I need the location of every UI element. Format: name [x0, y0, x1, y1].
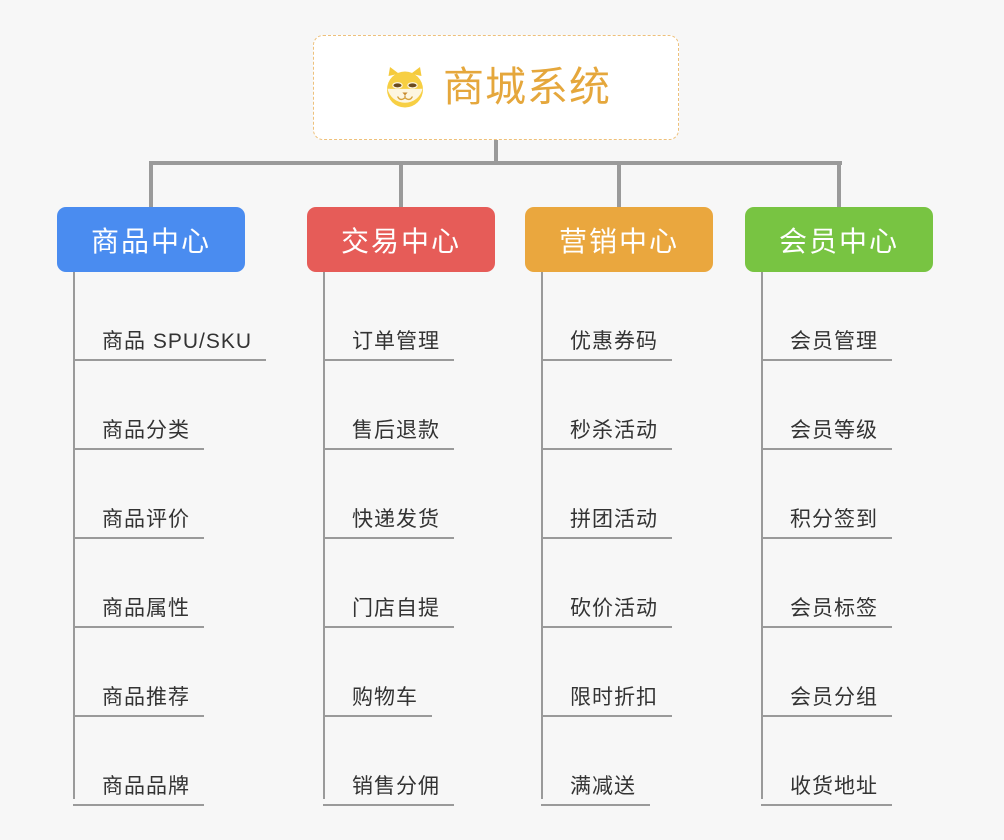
category-column-product: 商品中心 商品 SPU/SKU 商品分类 商品评价 商品属性 商品推荐 商品品牌: [57, 207, 267, 806]
connector-spine-2: [323, 272, 325, 799]
list-item[interactable]: 拼团活动: [525, 450, 713, 539]
leaf-label: 积分签到: [761, 508, 892, 539]
leaf-list-member: 会员管理 会员等级 积分签到 会员标签 会员分组 收货地址: [745, 272, 933, 806]
connector-horizontal-bus: [149, 161, 842, 165]
list-item[interactable]: 订单管理: [307, 272, 495, 361]
category-header-marketing[interactable]: 营销中心: [525, 207, 713, 272]
list-item[interactable]: 销售分佣: [307, 717, 495, 806]
category-column-trade: 交易中心 订单管理 售后退款 快递发货 门店自提 购物车 销售分佣: [307, 207, 495, 806]
leaf-label: 会员标签: [761, 597, 892, 628]
leaf-label: 商品推荐: [73, 686, 204, 717]
list-item[interactable]: 快递发货: [307, 450, 495, 539]
list-item[interactable]: 商品 SPU/SKU: [57, 272, 267, 361]
list-item[interactable]: 门店自提: [307, 539, 495, 628]
leaf-label: 售后退款: [323, 419, 454, 450]
leaf-label: 满减送: [541, 775, 650, 806]
leaf-label: 会员等级: [761, 419, 892, 450]
leaf-label: 秒杀活动: [541, 419, 672, 450]
category-header-product[interactable]: 商品中心: [57, 207, 245, 272]
leaf-label: 商品属性: [73, 597, 204, 628]
leaf-list-product: 商品 SPU/SKU 商品分类 商品评价 商品属性 商品推荐 商品品牌: [57, 272, 267, 806]
leaf-list-marketing: 优惠券码 秒杀活动 拼团活动 砍价活动 限时折扣 满减送: [525, 272, 713, 806]
leaf-label: 购物车: [323, 686, 432, 717]
list-item[interactable]: 收货地址: [745, 717, 933, 806]
category-header-label: 营销中心: [558, 225, 679, 257]
list-item[interactable]: 秒杀活动: [525, 361, 713, 450]
list-item[interactable]: 商品分类: [57, 361, 245, 450]
connector-spine-3: [541, 272, 543, 799]
list-item[interactable]: 商品评价: [57, 450, 245, 539]
category-column-member: 会员中心 会员管理 会员等级 积分签到 会员标签 会员分组 收货地址: [745, 207, 933, 806]
leaf-label: 限时折扣: [541, 686, 672, 717]
list-item[interactable]: 会员等级: [745, 361, 933, 450]
list-item[interactable]: 购物车: [307, 628, 495, 717]
list-item[interactable]: 积分签到: [745, 450, 933, 539]
category-header-member[interactable]: 会员中心: [745, 207, 933, 272]
connector-trunk: [494, 140, 498, 164]
leaf-label: 销售分佣: [323, 775, 454, 806]
category-header-label: 会员中心: [778, 225, 899, 257]
leaf-label: 订单管理: [323, 330, 454, 361]
list-item[interactable]: 商品品牌: [57, 717, 245, 806]
root-node-shop-system[interactable]: 商城系统: [313, 35, 679, 140]
leaf-label: 会员管理: [761, 330, 892, 361]
category-header-label: 交易中心: [340, 225, 461, 257]
leaf-label: 会员分组: [761, 686, 892, 717]
leaf-label: 门店自提: [323, 597, 454, 628]
shiba-dog-face-icon: [387, 66, 423, 107]
list-item[interactable]: 会员标签: [745, 539, 933, 628]
list-item[interactable]: 满减送: [525, 717, 713, 806]
category-header-trade[interactable]: 交易中心: [307, 207, 495, 272]
leaf-label: 商品评价: [73, 508, 204, 539]
connector-drop-1: [149, 163, 153, 209]
list-item[interactable]: 商品属性: [57, 539, 245, 628]
connector-drop-4: [837, 163, 841, 209]
list-item[interactable]: 会员管理: [745, 272, 933, 361]
leaf-list-trade: 订单管理 售后退款 快递发货 门店自提 购物车 销售分佣: [307, 272, 495, 806]
category-header-label: 商品中心: [90, 225, 211, 257]
leaf-label: 优惠券码: [541, 330, 672, 361]
list-item[interactable]: 商品推荐: [57, 628, 245, 717]
connector-drop-2: [399, 163, 403, 209]
leaf-label: 砍价活动: [541, 597, 672, 628]
leaf-label: 快递发货: [323, 508, 454, 539]
list-item[interactable]: 砍价活动: [525, 539, 713, 628]
leaf-label: 拼团活动: [541, 508, 672, 539]
root-title: 商城系统: [443, 64, 611, 110]
connector-drop-3: [617, 163, 621, 209]
connector-spine-1: [73, 272, 75, 799]
list-item[interactable]: 优惠券码: [525, 272, 713, 361]
connector-spine-4: [761, 272, 763, 799]
list-item[interactable]: 限时折扣: [525, 628, 713, 717]
category-column-marketing: 营销中心 优惠券码 秒杀活动 拼团活动 砍价活动 限时折扣 满减送: [525, 207, 713, 806]
leaf-label: 收货地址: [761, 775, 892, 806]
leaf-label: 商品 SPU/SKU: [73, 330, 267, 361]
leaf-label: 商品品牌: [73, 775, 204, 806]
leaf-label: 商品分类: [73, 419, 204, 450]
list-item[interactable]: 会员分组: [745, 628, 933, 717]
list-item[interactable]: 售后退款: [307, 361, 495, 450]
